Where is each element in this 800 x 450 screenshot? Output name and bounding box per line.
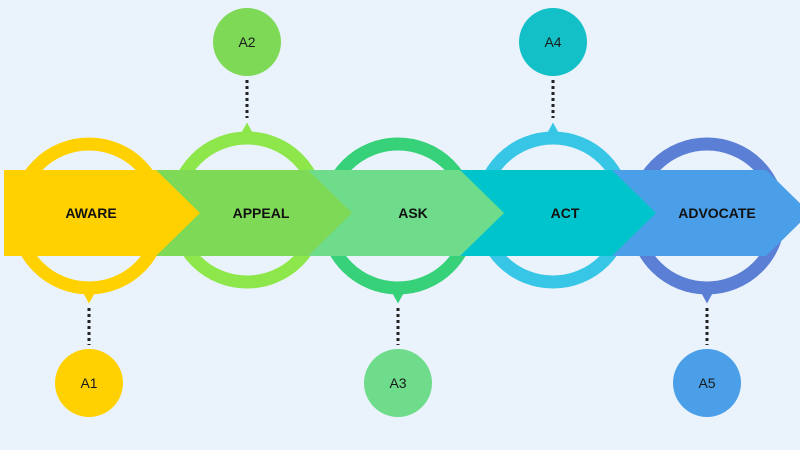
node-label: A5 [698, 375, 715, 391]
node-a3: A3 [364, 349, 432, 417]
arc-pointer-a2 [241, 122, 253, 134]
stage-label: APPEAL [233, 205, 290, 221]
node-a1: A1 [55, 349, 123, 417]
node-a2: A2 [213, 8, 281, 76]
stage-aware: AWARE [4, 170, 202, 256]
stage-label: ASK [398, 205, 428, 221]
node-circle [673, 349, 741, 417]
stage-arrow-shape [308, 170, 506, 256]
node-label: A3 [389, 375, 406, 391]
arc-pointer-a3 [392, 292, 404, 304]
stage-advocate: ADVOCATE [612, 170, 800, 256]
arc-pointer-a5 [701, 292, 713, 304]
arc-pointer-a1 [83, 292, 95, 304]
node-circle [55, 349, 123, 417]
dotted-links [87, 80, 709, 345]
node-circle [519, 8, 587, 76]
stage-label: ADVOCATE [678, 205, 756, 221]
stage-act: ACT [460, 170, 658, 256]
stage-arrow-shape [4, 170, 202, 256]
node-a4: A4 [519, 8, 587, 76]
node-label: A2 [238, 34, 255, 50]
stage-label: ACT [551, 205, 580, 221]
stage-arrow-shape [156, 170, 354, 256]
node-label: A1 [80, 375, 97, 391]
node-a5: A5 [673, 349, 741, 417]
stage-arrows: AWARE APPEAL ASK ACT ADVOCATE [4, 170, 800, 256]
stage-arrow-shape [460, 170, 658, 256]
arc-pointer-a4 [547, 122, 559, 134]
node-circle [364, 349, 432, 417]
node-circle [213, 8, 281, 76]
node-label: A4 [544, 34, 561, 50]
stage-label: AWARE [65, 205, 116, 221]
stage-arrow-shape [612, 170, 800, 256]
stage-ask: ASK [308, 170, 506, 256]
stage-appeal: APPEAL [156, 170, 354, 256]
